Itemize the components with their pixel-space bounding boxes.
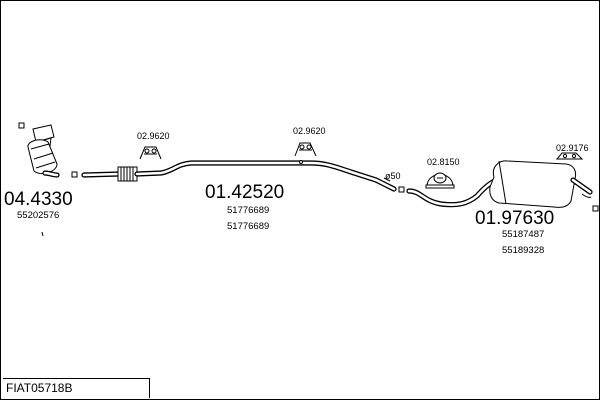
oem-number-rear-silencer-2: 55189328 xyxy=(502,245,544,256)
hanger-02-9620-a[interactable] xyxy=(139,146,162,160)
part-number-middle-pipe[interactable]: 01.42520 xyxy=(205,182,284,203)
rear-silencer[interactable] xyxy=(406,160,599,212)
hanger-02-8150[interactable] xyxy=(425,172,455,189)
hanger-02-9176[interactable] xyxy=(555,152,584,160)
middle-pipe[interactable] xyxy=(81,160,405,193)
diameter-label: ø50 xyxy=(385,171,401,181)
oem-number-middle-pipe-2: 51776689 xyxy=(227,221,269,232)
fitting-label-02-8150[interactable]: 02.8150 xyxy=(427,157,460,167)
oem-number-rear-silencer-1: 55187487 xyxy=(502,229,544,240)
hanger-02-9620-b[interactable] xyxy=(294,142,317,164)
part-number-rear-silencer[interactable]: 01.97630 xyxy=(475,208,554,229)
leader-line xyxy=(41,231,44,237)
oem-number-middle-pipe-1: 51776689 xyxy=(227,205,269,216)
catalytic-converter[interactable] xyxy=(18,122,78,178)
part-number-catalyst[interactable]: 04.4330 xyxy=(4,189,73,210)
fitting-label-02-9176[interactable]: 02.9176 xyxy=(556,143,589,153)
fitting-label-02-9620-a[interactable]: 02.9620 xyxy=(137,131,170,141)
reference-box xyxy=(3,378,150,398)
oem-number-catalyst: 55202576 xyxy=(17,210,59,221)
fitting-label-02-9620-b[interactable]: 02.9620 xyxy=(293,126,326,136)
reference-code: FIAT05718B xyxy=(6,381,73,395)
